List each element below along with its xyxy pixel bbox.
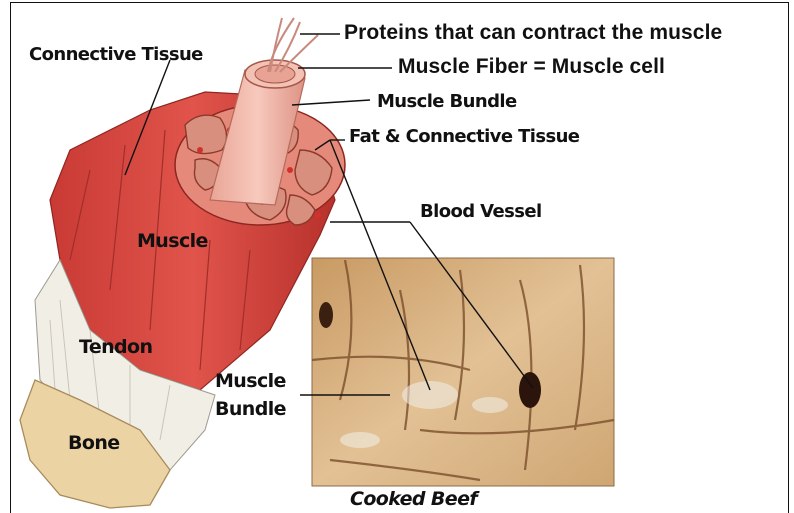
label-muscle-bundle-left-2: Bundle [215, 398, 286, 420]
label-tendon: Tendon [79, 336, 152, 358]
label-muscle-fiber: Muscle Fiber = Muscle cell [398, 55, 665, 79]
label-fat-connective: Fat & Connective Tissue [349, 126, 579, 147]
label-muscle-bundle-top: Muscle Bundle [377, 91, 517, 112]
blood-vessel-hole [519, 372, 541, 408]
label-muscle-bundle-left-1: Muscle [215, 370, 286, 392]
label-blood-vessel: Blood Vessel [420, 201, 542, 222]
label-muscle: Muscle [137, 230, 208, 252]
label-bone: Bone [68, 432, 120, 454]
label-connective-tissue: Connective Tissue [29, 44, 203, 65]
label-cooked-beef: Cooked Beef [350, 488, 477, 510]
label-proteins: Proteins that can contract the muscle [344, 21, 722, 45]
